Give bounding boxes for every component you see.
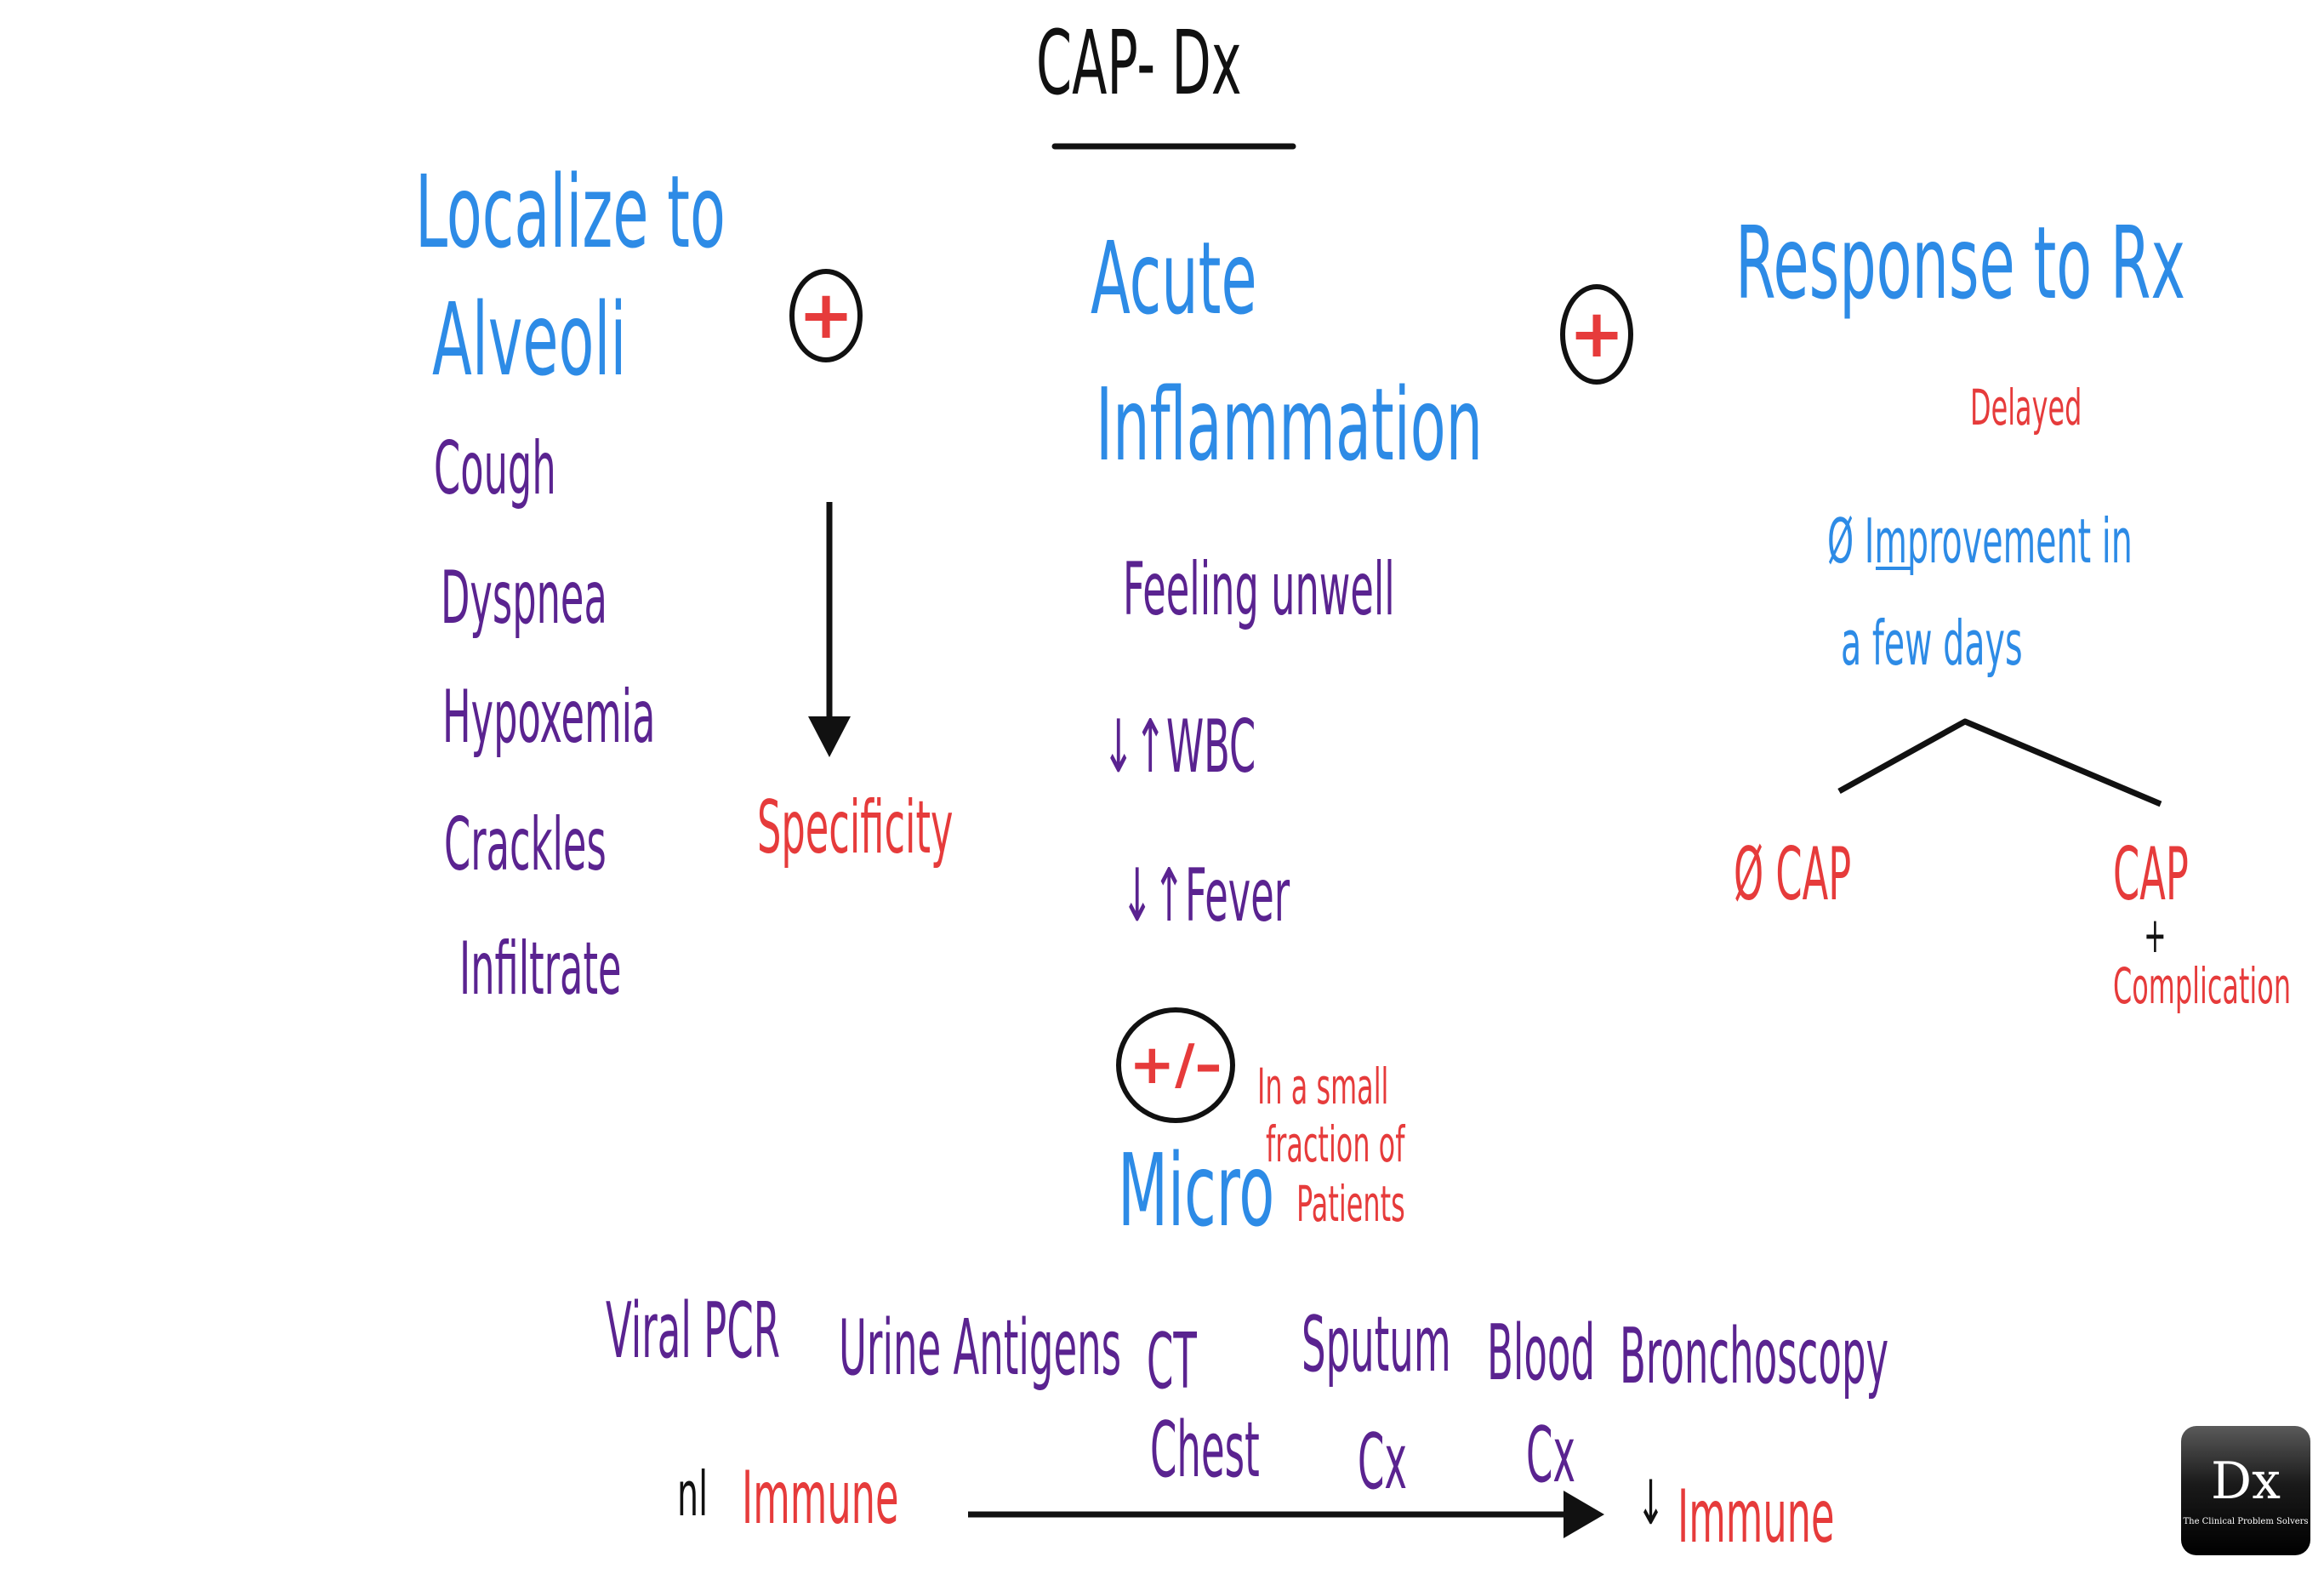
test-sputum-cx: Cx [1358,1417,1408,1507]
micro-note-1: In a small [1257,1058,1389,1115]
test-bronchoscopy: Bronchoscopy [1620,1312,1889,1401]
test-ct-chest: Chest [1150,1406,1260,1495]
normal-immune: Immune [742,1456,899,1541]
logo-mark: Dx [2211,1451,2281,1511]
delayed-label: Delayed [1970,379,2082,436]
test-blood-cx: Cx [1526,1411,1576,1500]
no-improvement-1: Ø Improvement in [1827,505,2133,577]
localize-title-1: Localize to [415,153,726,271]
specificity-arrow-head [808,716,851,757]
branch-lines [1837,718,2162,807]
test-viral-pcr: Viral PCR [606,1286,781,1376]
micro-note-2: fraction of [1266,1115,1405,1173]
decreased-prefix: ↓ [1637,1467,1666,1538]
plus-operator-2: + [1560,284,1633,385]
specificity-label: Specificity [757,785,954,870]
inflammation-title-2: Inflammation [1096,366,1483,483]
symptom-cough: Cough [434,426,556,511]
no-improvement-2: a few days [1841,607,2023,679]
feeling-unwell: Feeling unwell [1123,547,1395,632]
response-title: Response to Rx [1735,204,2185,322]
symptom-dyspnea: Dyspnea [441,556,607,641]
micro-note-3: Patients [1296,1175,1405,1233]
localize-title-2: Alveoli [432,281,627,398]
micro-title: Micro [1118,1132,1275,1249]
plus-minus-operator: +/– [1116,1007,1235,1123]
dx-logo: Dx The Clinical Problem Solvers [2181,1426,2310,1555]
logo-caption: The Clinical Problem Solvers [2183,1516,2309,1526]
branch-complication: Complication [2113,957,2292,1015]
page-title: CAP- Dx [1036,11,1242,115]
immune-arrow-head [1564,1491,1604,1538]
normal-prefix: nl [677,1458,709,1530]
test-ct: CT [1147,1317,1197,1406]
branch-no-cap: Ø CAP [1734,832,1852,917]
test-sputum: Sputum [1302,1300,1451,1389]
symptom-crackles: Crackles [444,802,607,887]
inflammation-title-1: Acute [1091,220,1257,337]
wbc-item: ↓↑WBC [1102,704,1256,790]
symptom-infiltrate: Infiltrate [459,927,622,1012]
fever-item: ↓↑Fever [1121,853,1290,938]
plus-operator-1: + [789,269,863,362]
test-urine-antigens: Urine Antigens [839,1303,1122,1393]
decreased-immune: Immune [1677,1474,1835,1560]
branch-cap: CAP [2113,832,2189,917]
branch-plus: + [2144,906,2167,964]
symptom-hypoxemia: Hypoxemia [442,675,656,760]
test-blood: Blood [1487,1309,1596,1398]
